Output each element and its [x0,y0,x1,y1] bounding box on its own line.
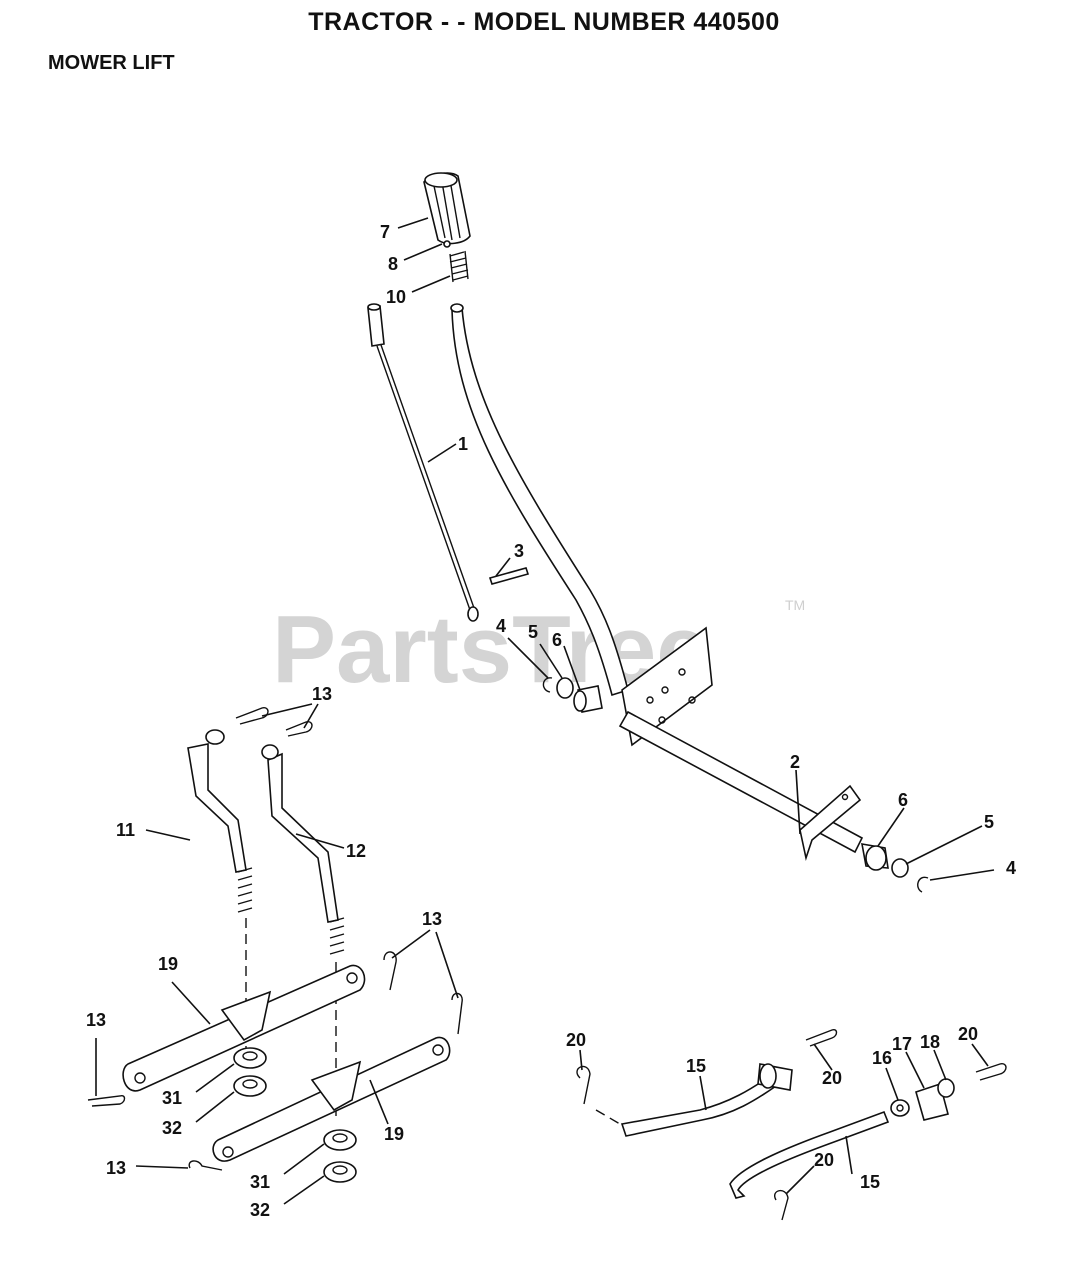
section-title: MOWER LIFT [48,52,175,74]
callout-5-right[interactable]: 5 [984,812,994,832]
part-spacers-right [323,1129,357,1183]
callout-32-right[interactable]: 32 [250,1200,270,1220]
callout-13-bottom[interactable]: 13 [106,1158,126,1178]
callout-20-mid[interactable]: 20 [822,1068,842,1088]
callout-7[interactable]: 7 [380,222,390,242]
callout-19-upper[interactable]: 19 [158,954,178,974]
callout-17[interactable]: 17 [892,1034,912,1054]
callout-20-bottom[interactable]: 20 [814,1150,834,1170]
callout-4-right[interactable]: 4 [1006,858,1016,878]
leader-lines [95,217,995,1205]
callout-11[interactable]: 11 [116,820,135,840]
callout-6[interactable]: 6 [552,630,562,650]
callout-10[interactable]: 10 [386,287,406,307]
callout-13-right[interactable]: 13 [422,909,442,929]
part-lift-link-right [261,744,345,1120]
part-pin [488,567,530,585]
part-lift-link-left [187,729,253,1050]
callout-32-left[interactable]: 32 [162,1118,182,1138]
callout-1[interactable]: 1 [458,434,468,454]
callout-8[interactable]: 8 [388,254,398,274]
callout-12[interactable]: 12 [346,841,366,861]
part-clip-left [87,1094,126,1107]
part-ball [443,240,451,248]
callout-13-top[interactable]: 13 [312,684,332,704]
callout-15-upper[interactable]: 15 [686,1056,706,1076]
part-linkage-rod-lower [729,1110,890,1221]
callout-31-left[interactable]: 31 [162,1088,182,1108]
part-clevis-assembly [890,1063,1007,1121]
part-lift-arm-lower [212,1036,451,1162]
callout-3[interactable]: 3 [514,541,524,561]
callout-6-right[interactable]: 6 [898,790,908,810]
part-lift-handle [450,303,864,862]
part-bushings-right [861,843,929,893]
callout-13-left[interactable]: 13 [86,1010,106,1030]
part-linkage-rod-upper [576,1028,838,1137]
callout-2[interactable]: 2 [790,752,800,772]
callout-19-lower[interactable]: 19 [384,1124,404,1144]
callout-16[interactable]: 16 [872,1048,892,1068]
callout-20-right[interactable]: 20 [958,1024,978,1044]
part-clips-top [235,707,313,737]
callout-15-lower[interactable]: 15 [860,1172,880,1192]
callout-18[interactable]: 18 [920,1032,940,1052]
watermark-tm: TM [785,597,805,613]
callout-5[interactable]: 5 [528,622,538,642]
part-handle-grip [423,172,471,245]
page-title: TRACTOR - - MODEL NUMBER 440500 [308,8,780,36]
callout-4[interactable]: 4 [496,616,506,636]
part-bushings-left [542,677,603,713]
part-clips-right [383,951,463,1035]
part-spring [449,250,469,283]
part-spacers-left [233,1047,267,1097]
part-lift-rod [367,303,479,622]
callout-20-left[interactable]: 20 [566,1030,586,1050]
part-lift-arm-upper [122,964,366,1092]
part-clip-bottom [188,1160,223,1171]
callout-31-right[interactable]: 31 [250,1172,270,1192]
